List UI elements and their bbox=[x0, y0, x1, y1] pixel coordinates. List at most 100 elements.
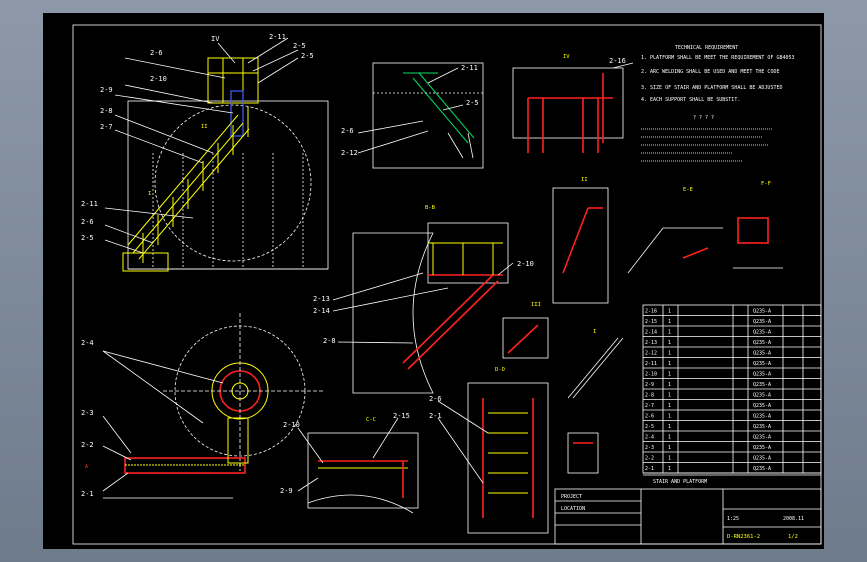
drawing-name: STAIR AND PLATFORM bbox=[653, 479, 707, 485]
bom-cell: 2-2 bbox=[645, 456, 654, 462]
bom-cell: 2-8 bbox=[645, 393, 654, 399]
bom-cell: 1 bbox=[668, 435, 671, 441]
bom-cell: 1 bbox=[668, 456, 671, 462]
bom-cell: 2-7 bbox=[645, 403, 654, 409]
leader-label: 2-15 bbox=[393, 412, 410, 420]
leader-label: 2-10 bbox=[150, 75, 167, 83]
leader-label: 2-6 bbox=[341, 127, 354, 135]
bom-cell: 1 bbox=[668, 319, 671, 325]
section-id: B-B bbox=[425, 205, 436, 211]
leader-label: 2-11 bbox=[461, 64, 478, 72]
section-id: II bbox=[201, 124, 208, 130]
bom-cell: Q235-A bbox=[753, 330, 771, 336]
notes-title: TECHNICAL REQUIREMENT bbox=[675, 45, 738, 51]
bom-cell: Q235-A bbox=[753, 319, 771, 325]
section-bb-view: B-B 2-13 2-14 2-8 2-10 bbox=[313, 205, 534, 394]
leader-label: 2-5 bbox=[466, 99, 479, 107]
bom-cell: 2-5 bbox=[645, 424, 654, 430]
bom-cell: Q235-A bbox=[753, 309, 771, 315]
tank-elevation-view: 2-6 2-10 2-9 2-8 2-7 2-11 2-6 2-5 IV 2-1… bbox=[81, 33, 329, 272]
bom-cell: Q235-A bbox=[753, 435, 771, 441]
leader-label: 2-16 bbox=[609, 57, 626, 65]
section-iv-view: IV 2-16 bbox=[512, 54, 634, 153]
bom-cell: 2-9 bbox=[645, 382, 654, 388]
bom-cell: Q235-A bbox=[753, 340, 771, 346]
title-block: PROJECT LOCATION STAIR AND PLATFORM 1:25… bbox=[554, 474, 822, 545]
note-line: 4. EACH SUPPORT SHALL BE SUBSTIT. bbox=[641, 97, 740, 103]
section-id: E-E bbox=[683, 187, 693, 193]
bom-cell: 2-4 bbox=[645, 435, 654, 441]
bom-cell: 1 bbox=[668, 403, 671, 409]
bom-cell: 2-14 bbox=[645, 330, 657, 336]
leader-label: 2-9 bbox=[280, 487, 293, 495]
bom-cell: Q235-A bbox=[753, 351, 771, 357]
technical-notes: TECHNICAL REQUIREMENT 1. PLATFORM SHALL … bbox=[641, 45, 795, 162]
section-id: F-F bbox=[761, 181, 771, 187]
bom-cell: 2-3 bbox=[645, 445, 654, 451]
bom-cell: Q235-A bbox=[753, 393, 771, 399]
dwg-sheet: 1/2 bbox=[788, 534, 798, 540]
dwg-number: D-RN2361-2 bbox=[727, 534, 760, 540]
bom-cell: 2-15 bbox=[645, 319, 657, 325]
bom-cell: 2-13 bbox=[645, 340, 657, 346]
bom-cell: Q235-A bbox=[753, 414, 771, 420]
leader-label: 2-4 bbox=[81, 339, 94, 347]
bom-cell: 1 bbox=[668, 445, 671, 451]
small-details: III I bbox=[502, 302, 624, 399]
note-line: 1. PLATFORM SHALL BE MEET THE REQUIREMEN… bbox=[641, 55, 795, 61]
section-id: IV bbox=[563, 54, 570, 60]
leader-label: 2-1 bbox=[429, 412, 442, 420]
leader-label: IV bbox=[211, 35, 220, 43]
section-id: III bbox=[531, 302, 541, 308]
leader-label: 2-10 bbox=[283, 421, 300, 429]
bom-cell: 2-1 bbox=[645, 466, 654, 472]
leader-label: 2-11 bbox=[81, 200, 98, 208]
note-line: 2. ARC WELDING SHALL BE USED AND MEET TH… bbox=[641, 69, 779, 75]
leader-label: 2-14 bbox=[313, 307, 330, 315]
bom-cell: 1 bbox=[668, 382, 671, 388]
dwg-year: 2008.11 bbox=[783, 516, 804, 522]
bom-cell: 1 bbox=[668, 361, 671, 367]
leader-label: 2-13 bbox=[313, 295, 330, 303]
section-details-right: II E-E F-F bbox=[552, 177, 783, 304]
leader-label: 2-6 bbox=[429, 395, 442, 403]
location-label: LOCATION bbox=[561, 506, 585, 512]
bom-cell: Q235-A bbox=[753, 403, 771, 409]
bom-cell: 2-11 bbox=[645, 361, 657, 367]
leader-label: 2-6 bbox=[81, 218, 94, 226]
bom-cell: Q235-A bbox=[753, 456, 771, 462]
bom-cell: Q235-A bbox=[753, 372, 771, 378]
platform-section-view: C-C 2-10 2-9 2-15 bbox=[280, 412, 419, 514]
project-label: PROJECT bbox=[561, 494, 582, 500]
bom-cell: Q235-A bbox=[753, 445, 771, 451]
leader-label: 2-11 bbox=[269, 33, 286, 41]
bom-cell: Q235-A bbox=[753, 466, 771, 472]
section-id: A bbox=[85, 464, 88, 470]
dwg-scale: 1:25 bbox=[727, 516, 739, 522]
bom-cell: 2-6 bbox=[645, 414, 654, 420]
section-id: I bbox=[148, 191, 151, 197]
note-line: 3. SIZE OF STAIR AND PLATFORM SHALL BE A… bbox=[641, 85, 782, 91]
notes-cn-title: ? ? ? ? bbox=[693, 115, 714, 121]
leader-label: 2-1 bbox=[81, 490, 94, 498]
bom-cell: 1 bbox=[668, 414, 671, 420]
bom-cell: 1 bbox=[668, 351, 671, 357]
leader-label: 2-5 bbox=[293, 42, 306, 50]
bom-cell: 1 bbox=[668, 309, 671, 315]
drawing-viewport[interactable]: 2-6 2-10 2-9 2-8 2-7 2-11 2-6 2-5 IV 2-1… bbox=[43, 13, 824, 549]
bom-cell: 1 bbox=[668, 372, 671, 378]
bom-cell: 2-16 bbox=[645, 309, 657, 315]
bom-cell: 1 bbox=[668, 424, 671, 430]
leader-label: 2-8 bbox=[323, 337, 336, 345]
bom-cell: 1 bbox=[668, 330, 671, 336]
drawing-border bbox=[72, 24, 822, 545]
section-dd-view: D-D 2-6 2-1 bbox=[429, 367, 599, 534]
section-id: II bbox=[581, 177, 588, 183]
leader-label: 2-6 bbox=[150, 49, 163, 57]
section-id: I bbox=[593, 329, 596, 335]
leader-label: 2-9 bbox=[100, 86, 113, 94]
section-id: D-D bbox=[495, 367, 505, 373]
bom-cell: 1 bbox=[668, 393, 671, 399]
bom-cell: 2-12 bbox=[645, 351, 657, 357]
